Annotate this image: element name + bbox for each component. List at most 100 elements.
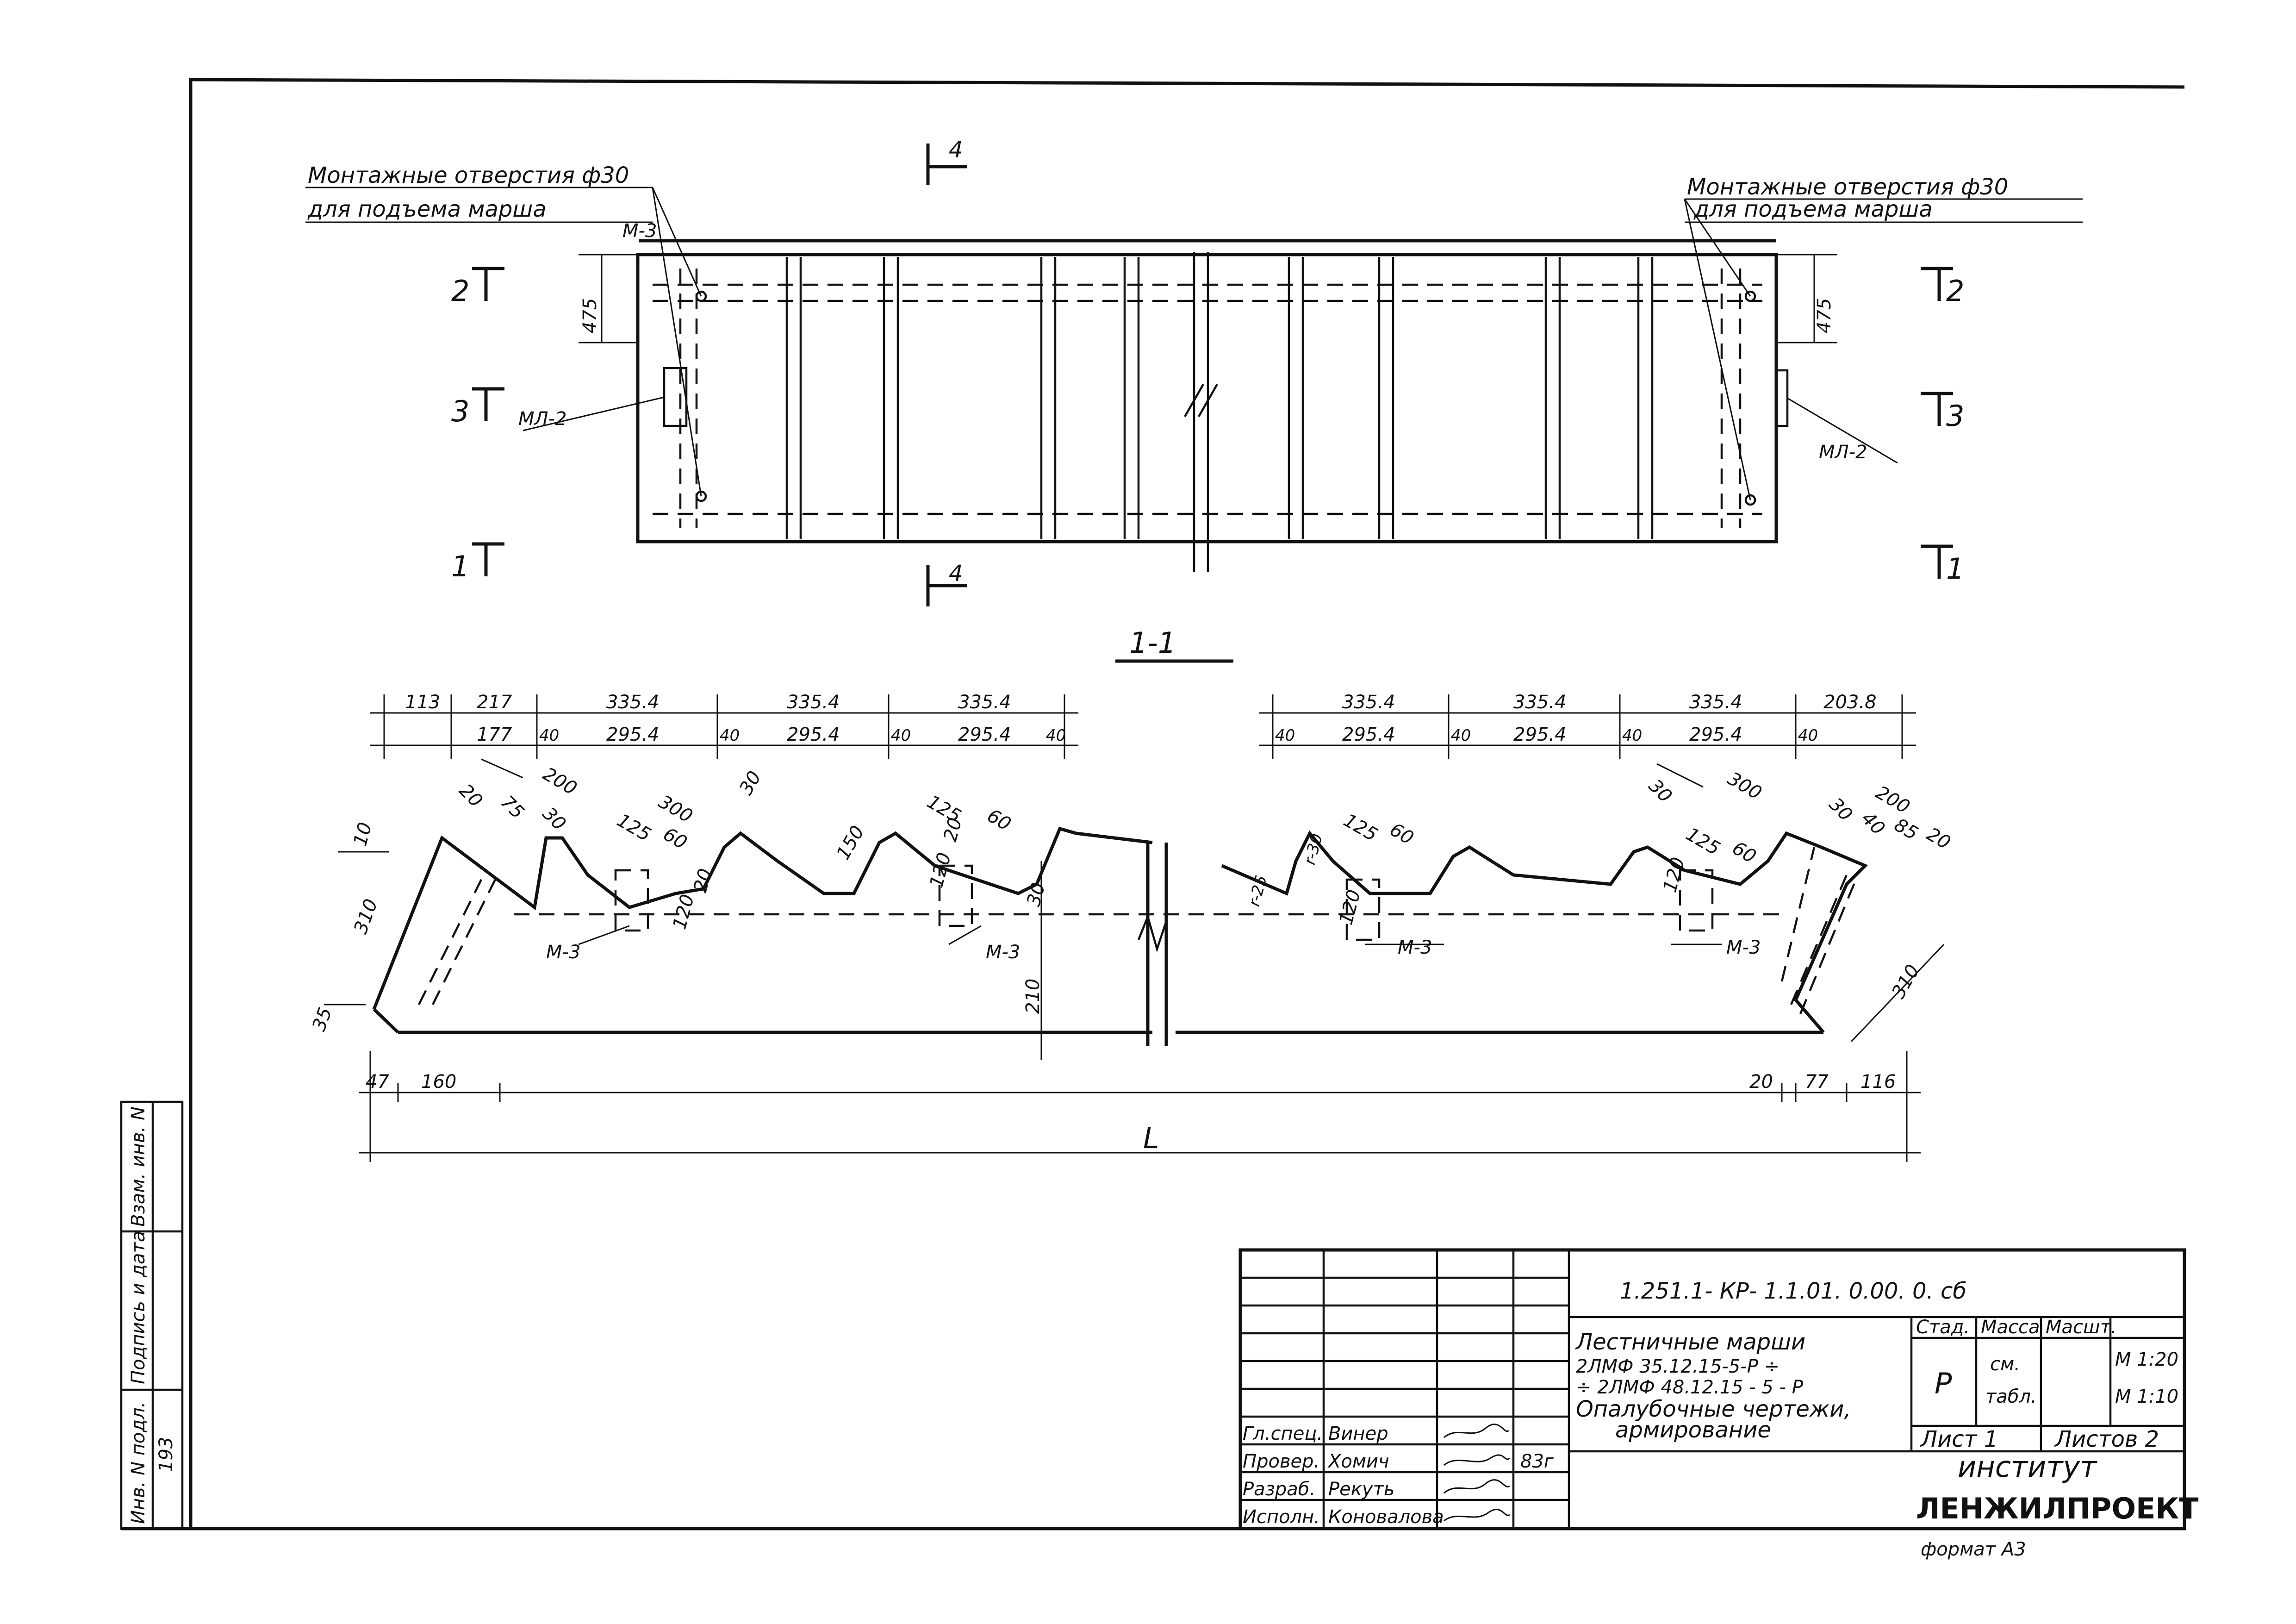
stamp-stad-val: Р <box>1935 1367 1952 1400</box>
stamp-inst-1: институт <box>1958 1450 2097 1484</box>
stamp-format: формат А3 <box>1921 1539 2026 1560</box>
plan-cut-3-left: 3 <box>451 394 469 428</box>
dim-35: 35 <box>308 1005 336 1034</box>
plan-tag-ml2-left: МЛ-2 <box>518 408 566 430</box>
dim-top-3: 335.4 <box>606 692 660 713</box>
dim-120a: 120 <box>926 850 955 890</box>
dim-r30: r-30 <box>1300 832 1326 867</box>
stamp-title-3: ÷ 2ЛМФ 48.12.15 - 5 - Р <box>1576 1377 1804 1398</box>
dim-sub-6: 40 <box>891 726 911 745</box>
stair-profile-right <box>1221 830 1868 1034</box>
dim-300b: 300 <box>1724 768 1765 804</box>
stamp-year: 83г <box>1520 1451 1554 1472</box>
title-block: 1.251.1- КР- 1.1.01. 0.00. 0. сб Лестнич… <box>1238 1248 2198 1560</box>
stamp-title-4: Опалубочные чертежи, <box>1576 1396 1851 1422</box>
stamp-sheet: Лист 1 <box>1920 1426 1998 1452</box>
stamp-sheets: Листов 2 <box>2054 1426 2159 1452</box>
dim-sub-2: 40 <box>539 726 559 745</box>
dim-210: 210 <box>1022 979 1044 1014</box>
side-inv: Инв. N подл. <box>128 1402 149 1524</box>
stamp-role-4: Исполн. <box>1243 1506 1320 1528</box>
stamp-role-1: Гл.спец. <box>1243 1423 1323 1444</box>
dim-sub-r5: 40 <box>1622 726 1642 745</box>
dim-310a: 310 <box>350 896 382 937</box>
dim-top-r3: 335.4 <box>1689 692 1742 713</box>
dim-top-r1: 335.4 <box>1342 692 1395 713</box>
stamp-scale-2: М 1:10 <box>2115 1386 2178 1407</box>
plan-cut-3-right: 3 <box>1946 399 1964 433</box>
dim-47: 47 <box>366 1071 389 1093</box>
stamp-h-mass: Масса <box>1981 1317 2040 1338</box>
side-num: 193 <box>156 1437 177 1472</box>
plan-note-right-1: Монтажные отверстия ф30 <box>1687 174 2008 200</box>
dim-top-2: 217 <box>477 692 512 713</box>
dim-60a: 60 <box>660 824 691 854</box>
dim-20d: 20 <box>1923 824 1954 854</box>
dim-200a: 200 <box>539 763 580 800</box>
dim-20e: 20 <box>1749 1071 1773 1093</box>
plan-cut-4-top: 4 <box>949 137 963 163</box>
section-m3-a: М-3 <box>546 942 580 963</box>
stamp-name-2: Хомич <box>1327 1451 1389 1472</box>
stamp-mass-1: см. <box>1990 1354 2020 1375</box>
dim-75: 75 <box>497 792 529 824</box>
section-view: 1-1 113 217 335.4 335.4 335.4 177 40 <box>308 626 1954 1162</box>
dim-150: 150 <box>833 822 869 863</box>
side-sign: Подпись и дата <box>128 1231 149 1384</box>
plan-cut-1-right: 1 <box>1946 552 1964 586</box>
sheet-frame <box>121 78 2185 1530</box>
section-m3-b: М-3 <box>986 942 1020 963</box>
dim-125d: 125 <box>1682 824 1724 860</box>
plan-cut-4-bottom: 4 <box>949 561 963 587</box>
dim-30e: 30 <box>1825 794 1857 826</box>
plan-note-left-2: для подъема марша <box>307 196 547 222</box>
stamp-h-stad: Стад. <box>1916 1317 1970 1338</box>
stamp-title-5: армирование <box>1615 1417 1771 1443</box>
dim-sub-7: 295.4 <box>958 724 1011 745</box>
section-title: 1-1 <box>1129 626 1176 660</box>
stamp-code: 1.251.1- КР- 1.1.01. 0.00. 0. сб <box>1620 1278 1966 1304</box>
dim-300a: 300 <box>655 791 696 827</box>
dim-60d: 60 <box>1729 837 1760 868</box>
dim-30c: 30 <box>1023 881 1050 909</box>
plan-cut-2-left: 2 <box>451 274 469 308</box>
dim-20a: 20 <box>455 780 487 812</box>
stamp-inst-2: ЛЕНЖИЛПРОЕКТ <box>1916 1492 2198 1525</box>
dim-30a: 30 <box>538 803 570 835</box>
plan-tag-ml2-right: МЛ-2 <box>1819 442 1867 463</box>
dim-10: 10 <box>349 820 376 849</box>
dim-30b: 30 <box>735 768 765 799</box>
stamp-h-scale: Масшт. <box>2046 1317 2117 1338</box>
section-m3-c: М-3 <box>1398 937 1432 958</box>
dim-60c: 60 <box>1386 819 1417 849</box>
dim-top-r2: 335.4 <box>1513 692 1567 713</box>
dim-116: 116 <box>1860 1071 1896 1093</box>
stair-profile-left <box>372 826 1153 1010</box>
stamp-title-2: 2ЛМФ 35.12.15-5-Р ÷ <box>1576 1356 1780 1377</box>
dim-sub-1: 177 <box>477 724 512 745</box>
stamp-signatures <box>1444 1424 1510 1522</box>
dim-60b: 60 <box>983 805 1014 835</box>
dim-sub-r2: 295.4 <box>1342 724 1395 745</box>
dim-77: 77 <box>1805 1071 1829 1093</box>
dim-125c: 125 <box>1340 810 1381 846</box>
dim-sub-3: 295.4 <box>606 724 660 745</box>
dim-sub-5: 295.4 <box>787 724 840 745</box>
dim-sub-r3: 40 <box>1451 726 1471 745</box>
dim-top-4: 335.4 <box>787 692 840 713</box>
stamp-name-4: Коновалова <box>1328 1506 1444 1528</box>
dim-120b: 120 <box>669 892 698 932</box>
dim-120c: 120 <box>1335 887 1365 927</box>
stamp-name-1: Винер <box>1328 1423 1388 1444</box>
dim-310b: 310 <box>1888 961 1924 1002</box>
side-vzam: Взам. инв. N <box>128 1106 149 1227</box>
dim-sub-r1: 40 <box>1275 726 1295 745</box>
dim-top-1: 113 <box>405 692 440 713</box>
dim-30d: 30 <box>1644 775 1676 807</box>
stamp-mass-2: табл. <box>1985 1386 2037 1407</box>
plan-cut-2-right: 2 <box>1946 274 1964 308</box>
stamp-name-3: Рекуть <box>1328 1479 1394 1500</box>
dim-sub-r6: 295.4 <box>1689 724 1742 745</box>
dim-160: 160 <box>421 1071 456 1093</box>
